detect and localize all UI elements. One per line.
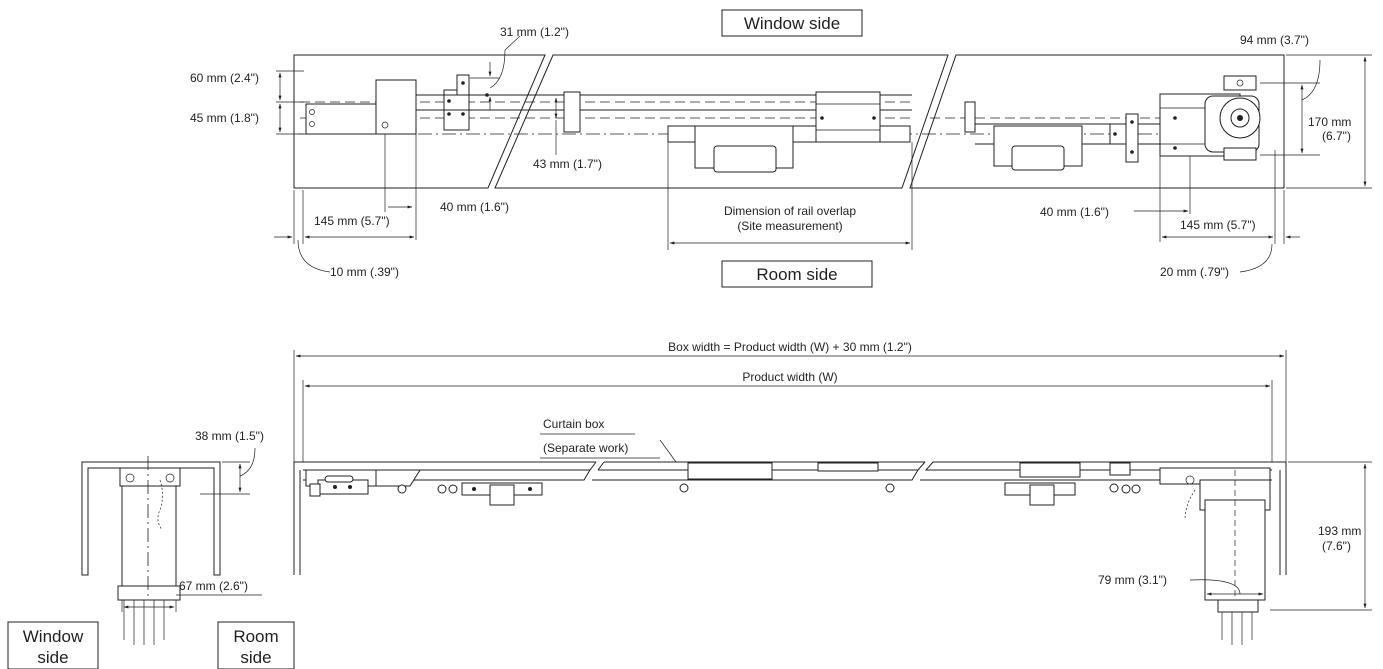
dim-40-left: 40 mm (1.6") <box>440 200 509 214</box>
overlap-carrier-front <box>687 462 773 480</box>
window-side-top-box <box>721 9 863 37</box>
side-view: 38 mm (1.5") 67 mm (2.6") Window side Ro… <box>7 429 295 669</box>
dim-193-line2: (7.6") <box>1322 539 1351 553</box>
dim-67: 67 mm (2.6") <box>179 579 248 593</box>
frame-left-segment <box>293 54 546 189</box>
rail-overlap-line1: Dimension of rail overlap <box>724 204 856 218</box>
dim-60: 60 mm (2.4") <box>190 71 259 85</box>
dim-145-left: 145 mm (5.7") <box>314 214 390 228</box>
curtain-box-outline <box>293 461 1287 575</box>
window-side-bottom-label-line2: side <box>37 648 68 667</box>
dim-40-right: 40 mm (1.6") <box>1040 205 1109 219</box>
frame-middle-segment <box>494 54 949 189</box>
motor-right <box>1159 467 1271 645</box>
left-end-bracket <box>305 74 489 135</box>
dim-31: 31 mm (1.2") <box>500 25 569 39</box>
dim-94: 94 mm (3.7") <box>1240 33 1309 47</box>
dim-43: 43 mm (1.7") <box>533 157 602 171</box>
room-side-top-box <box>721 260 873 288</box>
runners-right <box>1004 462 1141 506</box>
dim-10: 10 mm (.39") <box>330 265 399 279</box>
top-view: Window side Room side 31 mm (1.2") 60 mm… <box>190 9 1372 288</box>
room-side-bottom-box <box>217 621 295 669</box>
runners-left <box>397 482 543 506</box>
ceiling-bracket-left <box>563 91 581 133</box>
product-width-label: Product width (W) <box>742 370 837 384</box>
window-side-bottom-label-line1: Window <box>23 627 84 646</box>
room-side-bottom-label-line1: Room <box>233 627 278 646</box>
dim-20: 20 mm (.79") <box>1160 265 1229 279</box>
dim-38: 38 mm (1.5") <box>195 429 264 443</box>
curtain-box-line2: (Separate work) <box>543 441 628 455</box>
room-side-top-label: Room side <box>756 265 837 284</box>
dim-170-line1: 170 mm <box>1308 115 1351 129</box>
dim-45: 45 mm (1.8") <box>190 111 259 125</box>
side-box-outline <box>81 461 221 576</box>
right-motor-bracket <box>1109 75 1261 163</box>
dim-170-line2: (6.7") <box>1322 129 1351 143</box>
overlap-carrier <box>815 91 881 143</box>
front-view: Box width = Product width (W) + 30 mm (1… <box>293 340 1372 645</box>
frame-right-segment <box>909 54 1285 189</box>
left-end-cap <box>305 469 421 497</box>
window-side-top-label: Window side <box>744 14 840 33</box>
master-carrier-right <box>993 125 1083 171</box>
window-side-bottom-box <box>7 621 99 669</box>
dim-79: 79 mm (3.1") <box>1098 573 1167 587</box>
box-width-label: Box width = Product width (W) + 30 mm (1… <box>668 340 912 354</box>
dim-145-right: 145 mm (5.7") <box>1180 218 1256 232</box>
curtain-box-line1: Curtain box <box>543 417 604 431</box>
room-side-bottom-label-line2: side <box>240 648 271 667</box>
rail-overlap-line2: (Site measurement) <box>737 219 842 233</box>
dim-193-line1: 193 mm <box>1318 524 1361 538</box>
ceiling-bracket-right <box>964 101 976 133</box>
